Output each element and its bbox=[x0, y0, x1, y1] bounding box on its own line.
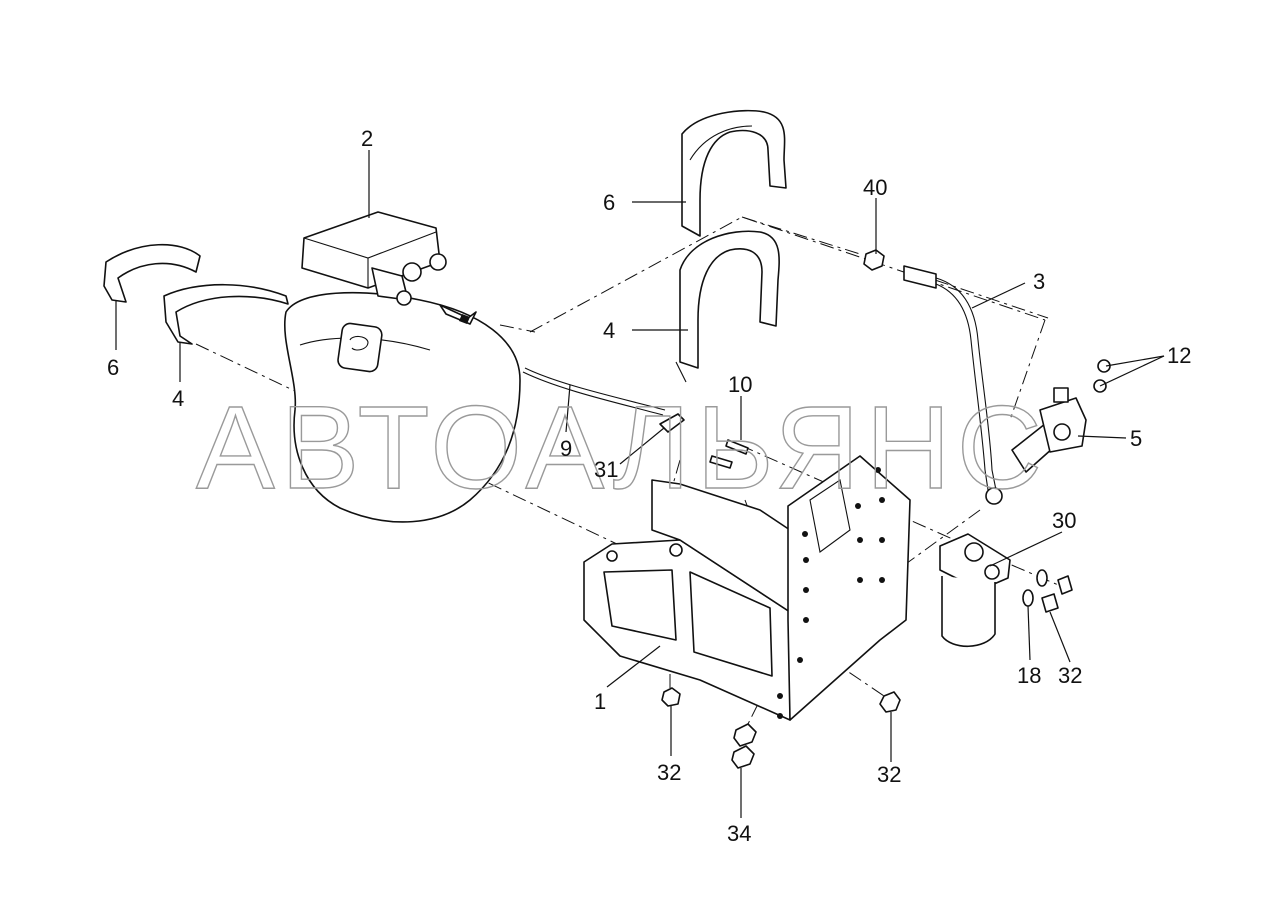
bolts-10 bbox=[709, 439, 749, 469]
strap-6-left bbox=[103, 243, 201, 303]
label-10: 10 bbox=[728, 372, 752, 397]
label-32a: 32 bbox=[1058, 663, 1082, 688]
leader-lines bbox=[115, 150, 1165, 818]
nut-32-bottom-right bbox=[879, 691, 901, 713]
caps-12 bbox=[1093, 359, 1111, 393]
label-1: 1 bbox=[594, 689, 606, 714]
watermark-text: АВТОАЛЬЯНС bbox=[196, 382, 1048, 514]
label-3: 3 bbox=[1033, 269, 1045, 294]
hose-9 bbox=[522, 367, 666, 416]
filter-30 bbox=[939, 533, 1011, 647]
label-2a: 2 bbox=[361, 126, 373, 151]
label-32c: 32 bbox=[877, 762, 901, 787]
strap-4-center bbox=[675, 230, 780, 383]
nut-32-right bbox=[1041, 575, 1073, 613]
label-34: 34 bbox=[727, 821, 751, 846]
pipe-3 bbox=[903, 265, 1003, 505]
nut-40 bbox=[863, 249, 885, 271]
bracket-1 bbox=[583, 455, 911, 721]
valve-5 bbox=[1011, 387, 1087, 473]
nut-34 bbox=[731, 723, 757, 769]
nut-32-bottom-left bbox=[661, 687, 681, 707]
label-12: 12 bbox=[1167, 343, 1191, 368]
label-31: 31 bbox=[594, 457, 618, 482]
callout-labels: 2 6 6 4 4 40 3 12 5 10 9 31 30 18 32 32 … bbox=[107, 126, 1191, 846]
label-4b: 4 bbox=[172, 386, 184, 411]
fitting-31 bbox=[659, 413, 685, 433]
label-4a: 4 bbox=[603, 318, 615, 343]
strap-4-left bbox=[163, 283, 289, 345]
label-6b: 6 bbox=[107, 355, 119, 380]
label-40: 40 bbox=[863, 175, 887, 200]
label-6a: 6 bbox=[603, 190, 615, 215]
bracket-holes bbox=[777, 467, 885, 719]
label-18: 18 bbox=[1017, 663, 1041, 688]
label-5: 5 bbox=[1130, 426, 1142, 451]
label-9: 9 bbox=[560, 436, 572, 461]
strap-6-top bbox=[681, 109, 787, 237]
label-32b: 32 bbox=[657, 760, 681, 785]
reservoir-assembly bbox=[284, 211, 521, 523]
label-30: 30 bbox=[1052, 508, 1076, 533]
